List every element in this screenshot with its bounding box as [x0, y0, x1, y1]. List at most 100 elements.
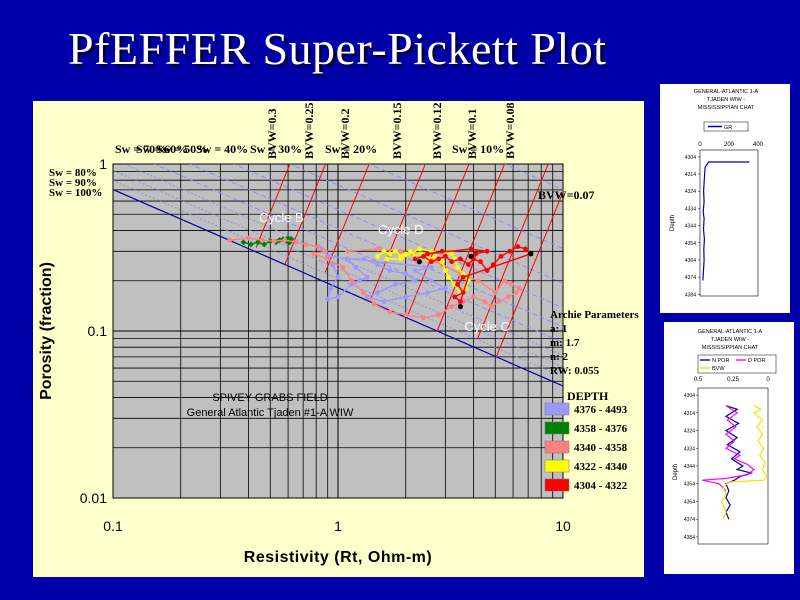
- bvw-label: BVW=0.2: [338, 108, 352, 159]
- slide-title: PfEFFER Super-Pickett Plot: [68, 23, 607, 74]
- log-x-tick-label: 200: [724, 142, 735, 148]
- log-x-tick-label: 0.25: [727, 377, 739, 383]
- log-y-axis-label: Depth: [670, 215, 676, 231]
- data-point: [375, 253, 381, 259]
- data-point: [425, 251, 430, 257]
- data-point: [458, 299, 463, 304]
- data-point: [446, 274, 451, 280]
- data-point: [381, 299, 387, 304]
- data-point: [393, 248, 398, 254]
- well-label: General Atlantic Tjaden #1-A WIW: [187, 407, 354, 419]
- legend-label: 4304 - 4322: [574, 480, 628, 492]
- archie-parameter: a: 1: [550, 323, 567, 335]
- data-point: [325, 296, 331, 302]
- bvw-line: [496, 190, 563, 357]
- data-point: [490, 262, 496, 267]
- data-point: [328, 285, 334, 291]
- data-point: [393, 282, 398, 287]
- data-point: [408, 248, 413, 254]
- data-point: [344, 248, 350, 254]
- data-point: [357, 278, 363, 284]
- data-point: [375, 262, 381, 267]
- legend-swatch: [544, 478, 570, 492]
- data-point: [449, 251, 455, 257]
- log-x-tick-label: 0: [766, 377, 770, 383]
- sw-label: Sw = 20%: [325, 142, 377, 156]
- log-y-tick-label: 4374: [684, 517, 695, 523]
- data-point: [293, 239, 299, 245]
- bvw-label: BVW=0.07: [538, 188, 595, 202]
- legend-swatch: [544, 421, 570, 435]
- data-point: [442, 253, 448, 259]
- data-point: [246, 235, 251, 241]
- log-y-tick-label: 4334: [685, 206, 696, 212]
- field-label: SPIVEY GRABS FIELD: [212, 392, 327, 404]
- data-point: [403, 294, 409, 300]
- data-point: [227, 237, 233, 243]
- archie-parameter: RW: 0.055: [550, 365, 600, 377]
- bvw-label: BVW=0.1: [465, 108, 479, 159]
- data-point: [282, 237, 288, 243]
- data-point: [428, 265, 434, 270]
- data-point: [442, 268, 448, 273]
- data-point: [412, 278, 418, 284]
- bvw-label: BVW=0.12: [430, 102, 444, 159]
- data-point: [498, 253, 504, 259]
- y-tick-label: 0.1: [88, 323, 108, 339]
- legend-label: 4358 - 4376: [574, 423, 628, 435]
- log-y-tick-label: 4364: [685, 258, 696, 264]
- log-y-tick-label: 4354: [684, 482, 695, 488]
- archie-parameter: Archie Parameters: [550, 309, 639, 321]
- sw-label: Sw = 10%: [452, 142, 504, 156]
- log-title-line: TJADEN WIW -: [711, 337, 749, 343]
- data-point: [384, 256, 390, 262]
- data-point: [442, 285, 448, 291]
- log-y-tick-label: 4344: [685, 224, 696, 230]
- data-point: [428, 278, 434, 284]
- data-point: [439, 259, 445, 265]
- data-point: [460, 271, 466, 277]
- data-point: [507, 248, 513, 254]
- data-point: [458, 256, 463, 262]
- data-point: [271, 238, 277, 244]
- data-point: [361, 290, 367, 295]
- data-point: [316, 244, 322, 250]
- data-point: [364, 274, 370, 280]
- sw-label: Sw = 100%: [49, 187, 102, 199]
- log-legend-box: [703, 121, 749, 132]
- data-point: [502, 278, 507, 284]
- data-point: [421, 315, 426, 321]
- x-tick-label: 0.1: [103, 518, 123, 534]
- data-point: [403, 312, 409, 318]
- x-tick-label: 1: [334, 518, 342, 534]
- sw-line: [154, 164, 563, 343]
- log-title-line: GENERAL-ATLANTIC 1-A: [694, 89, 759, 95]
- log-y-tick-label: 4344: [684, 464, 695, 470]
- data-point: [335, 294, 341, 300]
- data-point: [466, 262, 471, 267]
- log-curve: [724, 405, 754, 520]
- data-point: [452, 294, 458, 300]
- data-point: [247, 241, 254, 248]
- log-y-tick-label: 4314: [684, 411, 695, 417]
- data-point: [428, 259, 434, 265]
- log-legend-box: [697, 354, 777, 374]
- log-x-tick-label: 0: [698, 142, 702, 148]
- sw-label: Sw = 30%: [250, 142, 302, 156]
- data-point: [387, 268, 393, 273]
- x-axis-label: Resistivity (Rt, Ohm-m): [244, 549, 432, 566]
- data-point: [425, 290, 430, 295]
- data-point: [515, 244, 521, 250]
- data-point-marker: [416, 259, 422, 265]
- data-point: [353, 265, 359, 270]
- log-y-tick-label: 4324: [685, 189, 696, 195]
- data-point: [398, 248, 404, 254]
- sw-label: Sw = 40%: [196, 142, 248, 156]
- data-point: [349, 278, 355, 284]
- bvw-label: BVW=0.15: [390, 102, 404, 159]
- legend-label: 4340 - 4358: [574, 442, 628, 454]
- data-point: [478, 259, 483, 265]
- log-curve: [721, 405, 768, 520]
- legend-title: DEPTH: [567, 389, 609, 403]
